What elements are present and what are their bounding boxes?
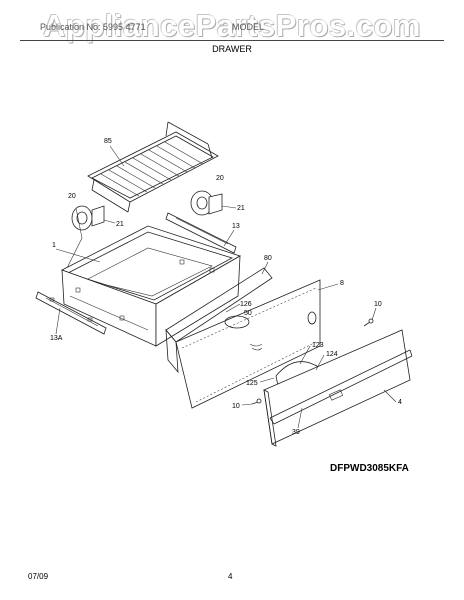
callout-10-left: 10 xyxy=(232,403,240,410)
footer-page-number: 4 xyxy=(228,572,233,581)
callout-85: 85 xyxy=(104,138,112,145)
callout-21-right: 21 xyxy=(237,205,245,212)
callout-20-left: 20 xyxy=(68,193,76,200)
callout-123: 123 xyxy=(312,342,324,349)
callout-21-left: 21 xyxy=(116,221,124,228)
section-title: DRAWER xyxy=(212,44,252,54)
drawer-pan xyxy=(60,225,241,347)
drawer-inner-panel xyxy=(175,279,321,409)
header-model: MODEL xyxy=(232,22,265,32)
footer-date: 07/09 xyxy=(28,572,49,581)
callout-13: 13 xyxy=(232,223,240,230)
screws xyxy=(251,318,374,405)
right-glide xyxy=(190,190,223,216)
callout-125: 125 xyxy=(246,380,258,387)
left-slide-rail xyxy=(35,291,107,335)
drawer-gasket xyxy=(165,267,273,374)
header-rule xyxy=(20,40,444,41)
callout-20-right: 20 xyxy=(216,175,224,182)
drawer-handle xyxy=(269,349,413,425)
callout-126: 126 xyxy=(240,301,252,308)
callout-10-right: 10 xyxy=(374,301,382,308)
callout-13a: 13A xyxy=(50,335,63,342)
right-slide-rail xyxy=(165,212,237,254)
callout-8: 8 xyxy=(340,280,344,287)
callout-labels: 85 20 21 20 21 13 1 80 8 126 50 10 13A 1… xyxy=(50,138,402,436)
left-glide xyxy=(65,205,105,271)
callout-1: 1 xyxy=(52,242,56,249)
callout-4: 4 xyxy=(398,399,402,406)
callout-80: 80 xyxy=(264,255,272,262)
callout-124: 124 xyxy=(326,351,338,358)
callout-39: 39 xyxy=(292,429,300,436)
callout-50: 50 xyxy=(244,310,252,317)
drawer-rack xyxy=(87,121,219,213)
watermark-text: AppliancePartsPros.com xyxy=(43,8,421,43)
model-code: DFPWD3085KFA xyxy=(330,463,409,474)
publication-number: Publication No: 5995 4771 xyxy=(40,22,146,32)
